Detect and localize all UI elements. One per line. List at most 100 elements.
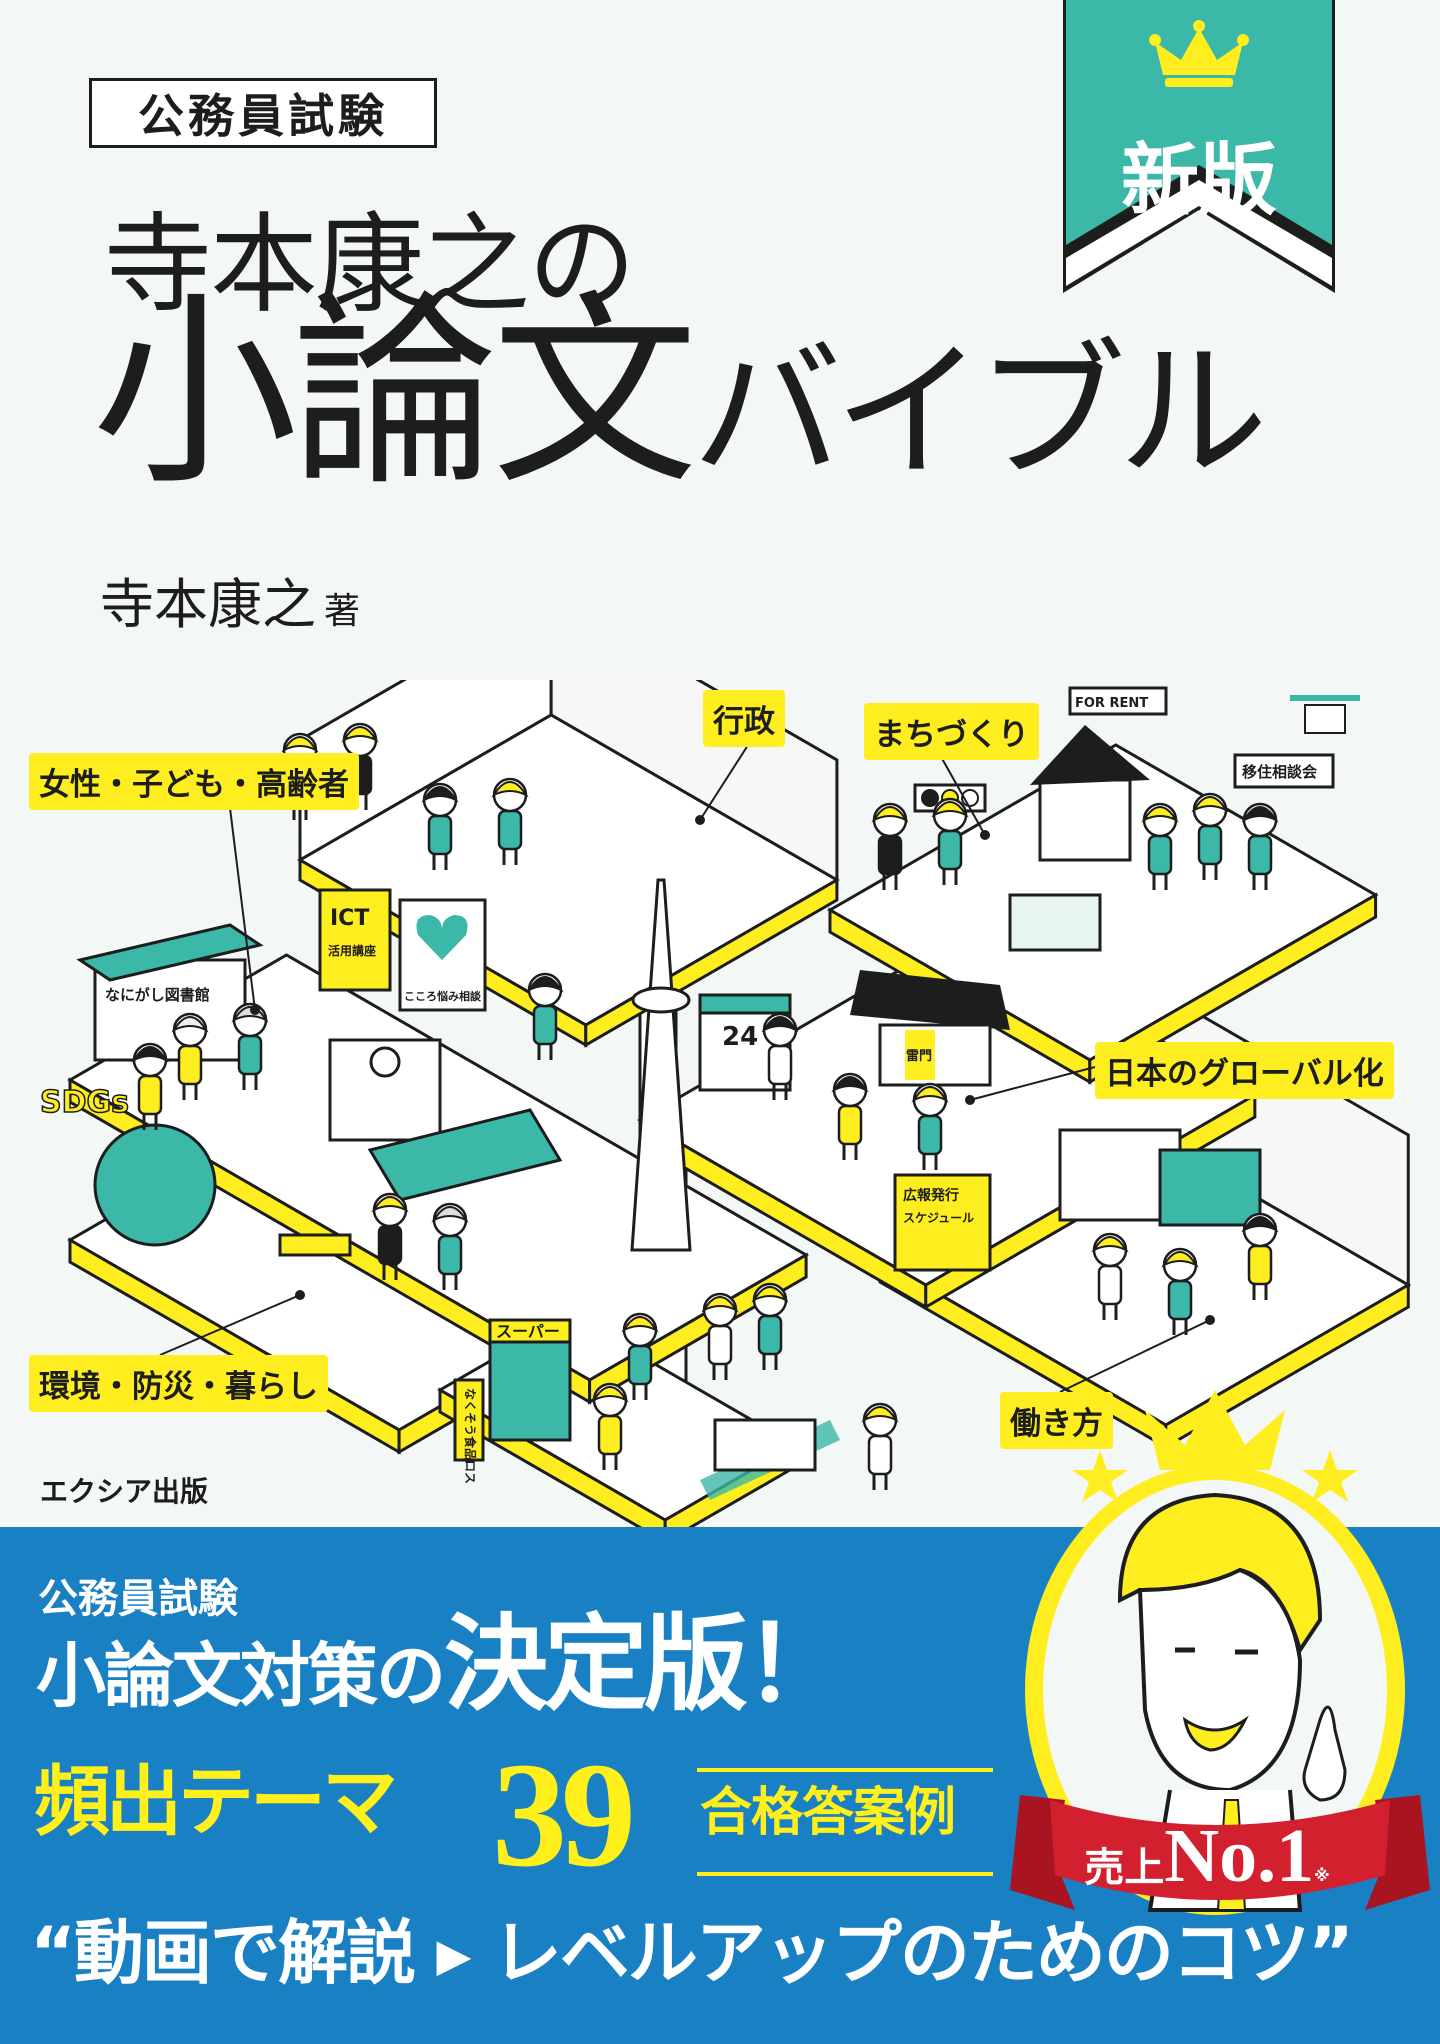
theme-count: 39 xyxy=(492,1732,636,1898)
leader-line xyxy=(159,1294,301,1356)
theme-label-global: 日本のグローバル化 xyxy=(1095,1042,1394,1099)
person-hair xyxy=(861,1406,899,1423)
person-hair xyxy=(1161,1251,1199,1268)
temple-roof xyxy=(850,970,1010,1030)
person-body xyxy=(532,1004,558,1046)
sales-no1-badge: 売上No.1※ xyxy=(1062,1818,1352,1894)
relief-tent xyxy=(367,1108,563,1202)
person-hair xyxy=(591,1386,629,1403)
person-body xyxy=(1167,1279,1193,1321)
person xyxy=(761,1012,799,1100)
sign-schedule-sub: スケジュール xyxy=(903,1211,974,1225)
sign-ict-sub: 活用講座 xyxy=(328,943,376,958)
sign-kaminarimon: 雷門 xyxy=(906,1048,932,1064)
schedule-board xyxy=(893,1173,992,1272)
title-kana: バイブル xyxy=(692,326,1268,500)
person xyxy=(591,1382,629,1470)
person xyxy=(911,1082,949,1170)
person-body xyxy=(917,1114,943,1156)
divider-line xyxy=(697,1872,993,1876)
theme-label-hatarakikata: 働き方 xyxy=(1000,1392,1113,1449)
series-label: 公務員試験 xyxy=(138,89,388,143)
leader-dot xyxy=(965,1095,975,1105)
ict-poster xyxy=(318,888,392,992)
person-body xyxy=(757,1314,783,1356)
video-screen xyxy=(1158,1148,1262,1227)
person-body xyxy=(627,1344,653,1386)
supermarket xyxy=(488,1338,572,1442)
person xyxy=(871,802,909,890)
supermarket-sign xyxy=(488,1318,572,1344)
person xyxy=(421,782,459,870)
person-body xyxy=(767,1044,793,1086)
person xyxy=(1091,1232,1129,1320)
author-title: 寺本康之の xyxy=(104,203,636,328)
store-awning xyxy=(698,993,792,1015)
leader-line xyxy=(1059,1319,1211,1393)
person-hair xyxy=(171,1016,209,1033)
person-hair xyxy=(1191,796,1229,813)
person-hair xyxy=(421,786,459,803)
person-hair xyxy=(871,806,909,823)
person-hair xyxy=(751,1286,789,1303)
library-roof xyxy=(76,923,264,982)
person-hair xyxy=(831,1076,869,1093)
person-hair xyxy=(491,781,529,798)
person-hair xyxy=(931,801,969,818)
sign-schedule: 広報発行 xyxy=(903,1187,959,1204)
person xyxy=(526,972,564,1060)
house-roof xyxy=(1030,725,1150,785)
person xyxy=(1141,802,1179,890)
person-body xyxy=(867,1434,893,1476)
title-main: 小論文 xyxy=(92,273,698,513)
van xyxy=(1008,893,1102,952)
person-hair xyxy=(431,1206,469,1223)
house xyxy=(1038,778,1132,862)
leader-dot xyxy=(295,1290,305,1300)
sign-migration: 移住相談会 xyxy=(1242,763,1317,781)
sign-ict: ICT xyxy=(330,906,369,931)
sign-sdgs: SDGs xyxy=(40,1085,129,1120)
person-body xyxy=(1147,834,1173,876)
person-body xyxy=(937,829,963,871)
migration-sign xyxy=(1233,753,1335,789)
person-hair xyxy=(621,1316,659,1333)
person-body xyxy=(837,1104,863,1146)
edition-label: 新版 xyxy=(1120,136,1277,226)
person-body xyxy=(437,1234,463,1276)
person-hair xyxy=(526,976,564,993)
car xyxy=(713,1418,817,1472)
person-hair xyxy=(1141,806,1179,823)
person-body xyxy=(137,1074,163,1116)
person xyxy=(831,1072,869,1160)
person xyxy=(861,1402,899,1490)
headline-part-a: 小論文対策の xyxy=(36,1635,446,1717)
star-icon xyxy=(1072,1450,1358,1502)
theme-label-gyosei: 行政 xyxy=(703,690,785,747)
person xyxy=(701,1292,739,1380)
badge-label: 売上 xyxy=(1084,1845,1165,1891)
theme-label-kankyo: 環境・防災・暮らし xyxy=(29,1355,328,1412)
person xyxy=(371,1192,409,1280)
tower xyxy=(630,878,692,1252)
leader-dot xyxy=(250,1005,260,1015)
person-hair xyxy=(341,726,379,743)
edition-ribbon xyxy=(1063,0,1335,293)
author-portrait-medallion xyxy=(1010,1390,1430,1915)
person xyxy=(621,1312,659,1400)
series-label-box: 公務員試験 xyxy=(89,78,437,148)
person-body xyxy=(877,834,903,876)
person xyxy=(131,1042,169,1130)
person xyxy=(491,777,529,865)
leader-dot xyxy=(980,830,990,840)
person-hair xyxy=(1241,806,1279,823)
person-body xyxy=(597,1414,623,1456)
person-body xyxy=(1247,1244,1273,1286)
theme-label-machizukuri: まちづくり xyxy=(864,703,1039,760)
author-role: 著 xyxy=(324,591,361,632)
drone-package xyxy=(1304,704,1346,734)
headline-part-b: 決定版！ xyxy=(444,1603,848,1725)
byline: 寺本康之著 xyxy=(100,560,360,639)
leader-line xyxy=(229,807,256,1011)
band-headline: 小論文対策の決定版！ xyxy=(36,1612,848,1717)
